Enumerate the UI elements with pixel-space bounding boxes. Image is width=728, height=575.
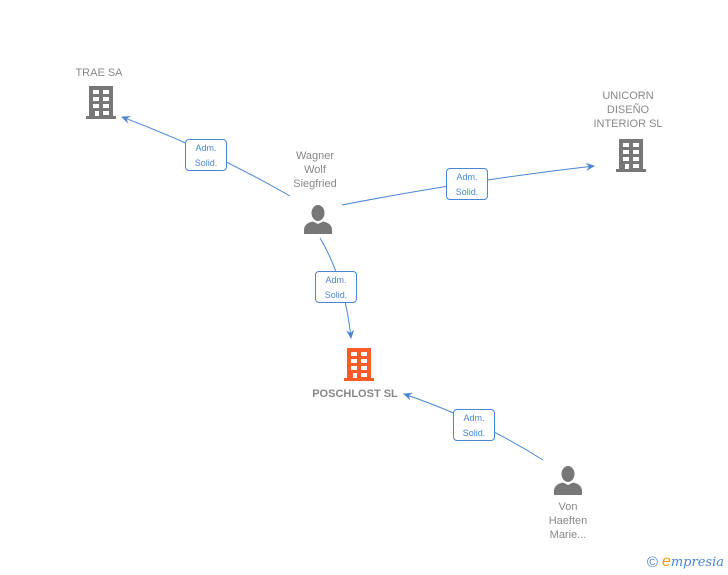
node-label-wagner[interactable]: Wagner Wolf Siegfried: [293, 150, 337, 190]
node-label-unicorn[interactable]: UNICORN DISEÑO INTERIOR SL: [593, 90, 663, 130]
edge-label-role: Adm.: [463, 413, 485, 423]
edge-label-wagner-unicorn[interactable]: Adm. Solid.: [446, 168, 488, 200]
edge-label-type: Solid.: [324, 290, 348, 300]
brand-initial: e: [661, 553, 671, 570]
edge-label-type: Solid.: [194, 158, 218, 168]
edge-label-wagner-poschlost[interactable]: Adm. Solid.: [315, 271, 357, 303]
person-icon[interactable]: [303, 204, 333, 234]
brand-logo[interactable]: empresia: [662, 553, 724, 571]
copyright-icon: ©: [646, 553, 658, 571]
edge-label-wagner-trae[interactable]: Adm. Solid.: [185, 139, 227, 171]
edge-label-type: Solid.: [455, 187, 479, 197]
edge-label-role: Adm.: [195, 143, 217, 153]
edge-label-role: Adm.: [456, 172, 478, 182]
building-icon[interactable]: [616, 139, 646, 173]
footer-brand: © empresia: [647, 553, 724, 571]
person-icon[interactable]: [553, 465, 583, 495]
node-label-poschlost[interactable]: POSCHLOST SL: [312, 388, 398, 400]
node-label-vonhaeften[interactable]: Von Haeften Marie...: [548, 501, 588, 541]
edge-label-type: Solid.: [462, 428, 486, 438]
edge-label-role: Adm.: [325, 275, 347, 285]
building-icon[interactable]: [86, 86, 116, 120]
node-label-trae[interactable]: TRAE SA: [75, 67, 123, 79]
brand-name: mpresia: [670, 555, 724, 570]
edge-label-vonhaeften-poschlost[interactable]: Adm. Solid.: [453, 409, 495, 441]
building-icon[interactable]: [344, 348, 374, 382]
